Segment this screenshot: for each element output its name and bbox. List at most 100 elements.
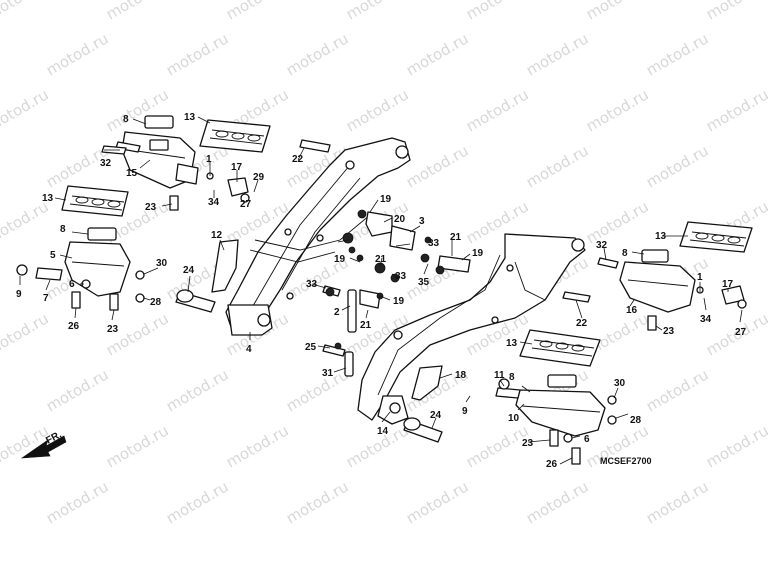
watermark-text: motod.ru (463, 85, 532, 135)
watermark-text: motod.ru (343, 0, 412, 23)
callout-13: 13 (506, 338, 518, 349)
callout-13: 13 (655, 231, 667, 242)
callout-17: 17 (231, 162, 243, 173)
callout-34: 34 (208, 197, 220, 208)
callout-2: 2 (334, 307, 340, 318)
watermark-text: motod.ru (0, 0, 52, 23)
diagram-code: MCSEF2700 (600, 456, 652, 466)
right-stay-frame (357, 233, 586, 425)
callout-26: 26 (68, 321, 80, 332)
watermark-text: motod.ru (643, 141, 712, 191)
callout-labels: 8 13 1 17 29 32 15 34 27 23 22 13 8 5 9 … (16, 112, 747, 470)
watermark-text: motod.ru (583, 197, 652, 247)
watermark-text: motod.ru (223, 0, 292, 23)
callout-23: 23 (522, 438, 534, 449)
watermark-text: motod.ru (43, 365, 112, 415)
callout-19: 19 (334, 254, 346, 265)
watermark-text: motod.ru (703, 85, 768, 135)
watermark-text: motod.ru (0, 309, 52, 359)
callout-22: 22 (292, 154, 304, 165)
left-rear-footpeg (115, 115, 271, 211)
callout-25: 25 (305, 342, 317, 353)
callout-24: 24 (183, 265, 195, 276)
watermark-text: motod.ru (43, 477, 112, 527)
callout-12: 12 (211, 230, 223, 241)
watermark-text: motod.ru (0, 85, 52, 135)
callout-29: 29 (253, 172, 265, 183)
callout-17: 17 (722, 279, 734, 290)
callout-30: 30 (156, 258, 168, 269)
callout-9: 9 (462, 406, 468, 417)
callout-35: 35 (418, 277, 430, 288)
watermark-text: motod.ru (343, 85, 412, 135)
callout-28: 28 (150, 297, 162, 308)
callout-3: 3 (419, 216, 425, 227)
callout-8: 8 (622, 248, 628, 259)
callout-5: 5 (50, 250, 56, 261)
watermark-text: motod.ru (103, 0, 172, 23)
watermark-text: motod.ru (643, 29, 712, 79)
watermark-text: motod.ru (43, 29, 112, 79)
callout-19: 19 (393, 296, 405, 307)
watermark-text: motod.ru (643, 477, 712, 527)
watermark-text: motod.ru (523, 29, 592, 79)
callout-13: 13 (42, 193, 54, 204)
callout-33: 33 (306, 279, 318, 290)
callout-8: 8 (509, 372, 515, 383)
callout-21: 21 (375, 254, 387, 265)
watermark-text: motod.ru (583, 85, 652, 135)
callout-23: 23 (663, 326, 675, 337)
callout-32: 32 (596, 240, 608, 251)
watermark-text: motod.ru (463, 0, 532, 23)
callout-4: 4 (246, 344, 252, 355)
callout-23: 23 (107, 324, 119, 335)
callout-19: 19 (472, 248, 484, 259)
watermark-text: motod.ru (403, 477, 472, 527)
callout-1: 1 (206, 154, 212, 165)
callout-10: 10 (508, 413, 520, 424)
callout-32: 32 (100, 158, 112, 169)
callout-21: 21 (360, 320, 372, 331)
callout-27: 27 (735, 327, 747, 338)
watermark-text: motod.ru (283, 365, 352, 415)
watermark-text: motod.ru (523, 141, 592, 191)
callout-30: 30 (614, 378, 626, 389)
callout-21: 21 (450, 232, 462, 243)
callout-16: 16 (626, 305, 638, 316)
right-rear-footpeg (597, 221, 753, 331)
leader-lines (19, 116, 743, 465)
watermark-text: motod.ru (403, 141, 472, 191)
watermark-text: motod.ru (583, 0, 652, 23)
callout-6: 6 (584, 434, 590, 445)
callout-8: 8 (60, 224, 66, 235)
callout-13: 13 (184, 112, 196, 123)
callout-6: 6 (69, 279, 75, 290)
callout-28: 28 (630, 415, 642, 426)
watermark-text: motod.ru (223, 421, 292, 471)
callout-34: 34 (700, 314, 712, 325)
watermark-text: motod.ru (703, 0, 768, 23)
callout-31: 31 (322, 368, 334, 379)
left-front-footpeg (16, 185, 145, 311)
watermark-text: motod.ru (0, 197, 52, 247)
callout-7: 7 (43, 293, 49, 304)
callout-11: 11 (494, 370, 505, 381)
callout-14: 14 (377, 426, 389, 437)
right-front-footpeg (495, 329, 617, 465)
watermark-text: motod.ru (283, 477, 352, 527)
front-direction-arrow: FR. (20, 429, 67, 459)
callout-24: 24 (430, 410, 442, 421)
callout-27: 27 (240, 199, 252, 210)
watermark-text: motod.ru (283, 29, 352, 79)
watermark-text: motod.ru (103, 421, 172, 471)
callout-15: 15 (126, 168, 138, 179)
callout-33: 33 (395, 271, 407, 282)
callout-9: 9 (16, 289, 22, 300)
callout-23: 23 (145, 202, 157, 213)
watermark-text: motod.ru (523, 477, 592, 527)
left-stay-frame (225, 137, 411, 336)
watermark-text: motod.ru (163, 29, 232, 79)
callout-33: 33 (428, 238, 440, 249)
callout-18: 18 (455, 370, 467, 381)
